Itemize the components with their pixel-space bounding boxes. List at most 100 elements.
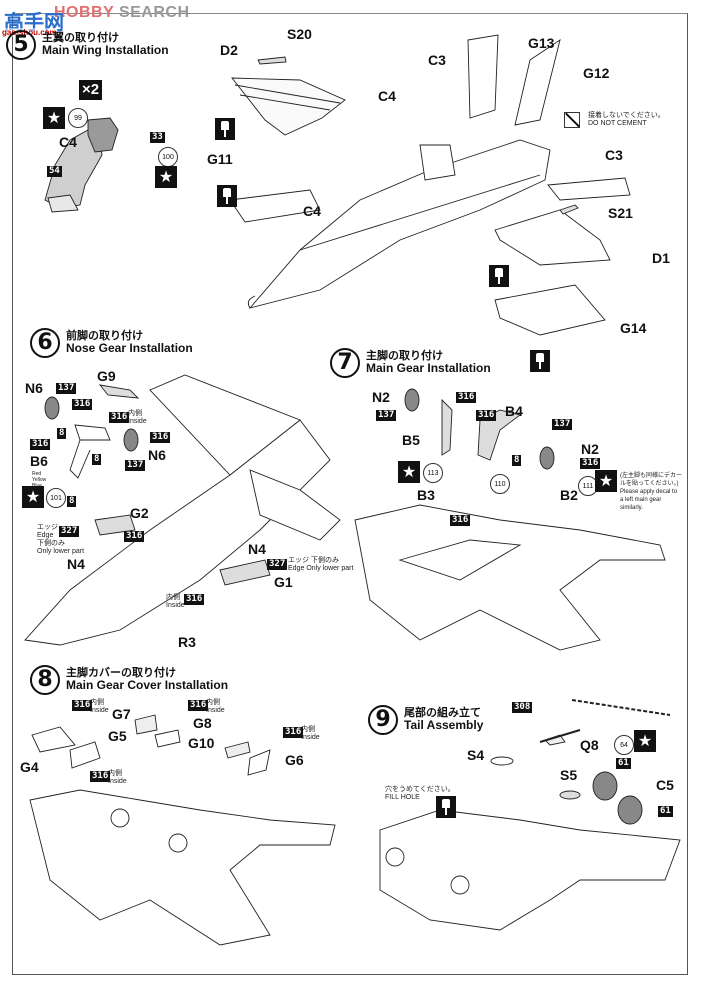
tail-drawing bbox=[379, 699, 681, 931]
part-label: G11 bbox=[207, 151, 233, 167]
decal-star-icon: ★ bbox=[595, 470, 617, 492]
color-code: 316 bbox=[450, 515, 471, 526]
inside-jp: 内側 bbox=[301, 726, 315, 733]
part-label: N6 bbox=[25, 380, 43, 396]
step-number: 8 bbox=[30, 665, 60, 695]
lower-jp: 下側のみ bbox=[37, 540, 65, 547]
part-label: G6 bbox=[285, 752, 304, 768]
color-code: 54 bbox=[47, 166, 62, 177]
decal-star-icon: ★ bbox=[155, 166, 177, 188]
part-label: D2 bbox=[220, 42, 238, 58]
part-label: G9 bbox=[97, 368, 116, 384]
step-title-jp: 主脚カバーの取り付け bbox=[66, 665, 176, 679]
fuselage-step7-drawing bbox=[354, 504, 666, 651]
color-code: 316 bbox=[90, 771, 111, 782]
part-label: B6 bbox=[30, 453, 48, 469]
color-code: 327 bbox=[267, 559, 288, 570]
color-note: Red bbox=[32, 471, 42, 477]
step-number: 9 bbox=[368, 705, 398, 735]
part-label: Q8 bbox=[580, 737, 599, 753]
color-code: 8 bbox=[92, 454, 102, 465]
step-7-header: 7 主脚の取り付け Main Gear Installation bbox=[330, 348, 491, 378]
part-label: S21 bbox=[608, 205, 633, 221]
decal-number: 99 bbox=[68, 108, 88, 128]
edge-en: Edge bbox=[288, 565, 305, 572]
inside-en: Inside bbox=[128, 418, 147, 425]
note-en: DO NOT CEMENT bbox=[588, 120, 647, 127]
step-title-en: Tail Assembly bbox=[404, 718, 484, 733]
step-title-en: Main Gear Installation bbox=[366, 361, 491, 376]
color-code: 316 bbox=[184, 594, 205, 605]
step-8-header: 8 主脚カバーの取り付け Main Gear Cover Installatio… bbox=[30, 665, 228, 695]
inside-en: Inside bbox=[90, 707, 109, 714]
part-label: G1 bbox=[274, 574, 293, 590]
part-label: G14 bbox=[620, 320, 647, 336]
part-label: S4 bbox=[467, 747, 485, 763]
color-code: 33 bbox=[150, 132, 165, 143]
color-code: 8 bbox=[512, 455, 522, 466]
part-label: G13 bbox=[528, 35, 555, 51]
note-jp: (左主脚も同様にデカールを貼ってください。) bbox=[620, 473, 682, 487]
inside-en: Inside bbox=[301, 734, 320, 741]
inside-en: Inside bbox=[206, 707, 225, 714]
color-code: 316 bbox=[30, 439, 51, 450]
color-code: 316 bbox=[456, 392, 477, 403]
part-label: C4 bbox=[378, 88, 396, 104]
step-title-en: Main Wing Installation bbox=[42, 43, 169, 58]
color-code: 8 bbox=[57, 428, 67, 439]
part-label: G7 bbox=[112, 706, 131, 722]
color-code: 316 bbox=[188, 700, 209, 711]
do-not-cement-note: 接着しないでください。 DO NOT CEMENT bbox=[588, 112, 665, 128]
color-code: 316 bbox=[72, 700, 93, 711]
gear-covers-drawing bbox=[31, 714, 271, 776]
color-code: 316 bbox=[150, 432, 171, 443]
color-code: 316 bbox=[124, 531, 145, 542]
color-code: 137 bbox=[552, 419, 573, 430]
note-jp: 接着しないでください。 bbox=[588, 112, 665, 119]
decal-star-icon: ★ bbox=[398, 461, 420, 483]
part-label: C5 bbox=[656, 777, 674, 793]
decal-number: 64 bbox=[614, 735, 634, 755]
decal-note: (左主脚も同様にデカールを貼ってください。) Please apply deca… bbox=[620, 472, 682, 512]
color-code: 61 bbox=[616, 758, 631, 769]
page-frame bbox=[12, 13, 688, 975]
color-note: Yellow bbox=[32, 477, 47, 483]
watermark-brand-a: HOBBY bbox=[54, 4, 114, 21]
part-label: D1 bbox=[652, 250, 670, 266]
inside-en: Inside bbox=[108, 778, 127, 785]
color-code: 8 bbox=[67, 496, 77, 507]
part-label: N2 bbox=[372, 389, 390, 405]
part-label: N6 bbox=[148, 447, 166, 463]
decal-star-icon: ★ bbox=[43, 107, 65, 129]
part-label: G10 bbox=[188, 735, 215, 751]
cement-icon bbox=[217, 185, 237, 207]
cement-icon bbox=[215, 118, 235, 140]
part-label: C4 bbox=[303, 203, 321, 219]
color-code: 137 bbox=[376, 410, 397, 421]
part-label: B5 bbox=[402, 432, 420, 448]
part-label: S5 bbox=[560, 767, 578, 783]
part-label: B3 bbox=[417, 487, 435, 503]
lower-jp: 下側のみ bbox=[310, 557, 339, 564]
decal-number: 110 bbox=[490, 474, 510, 494]
part-label: C4 bbox=[59, 134, 77, 150]
color-code: 316 bbox=[72, 399, 93, 410]
color-code: 137 bbox=[125, 460, 146, 471]
fill-hole-note: 穴をうめてください。 FILL HOLE bbox=[385, 786, 455, 802]
step-title-jp: 主翼の取り付け bbox=[42, 30, 119, 44]
nose-gear-drawing bbox=[44, 384, 140, 479]
cement-icon bbox=[489, 265, 509, 287]
fill-hole-icon bbox=[436, 796, 456, 818]
decal-number: 100 bbox=[158, 147, 178, 167]
fuselage-step5-drawing bbox=[229, 34, 631, 336]
decal-number: 113 bbox=[423, 463, 443, 483]
ejection-seat-drawing bbox=[44, 117, 119, 213]
decal-number: 101 bbox=[46, 488, 66, 508]
